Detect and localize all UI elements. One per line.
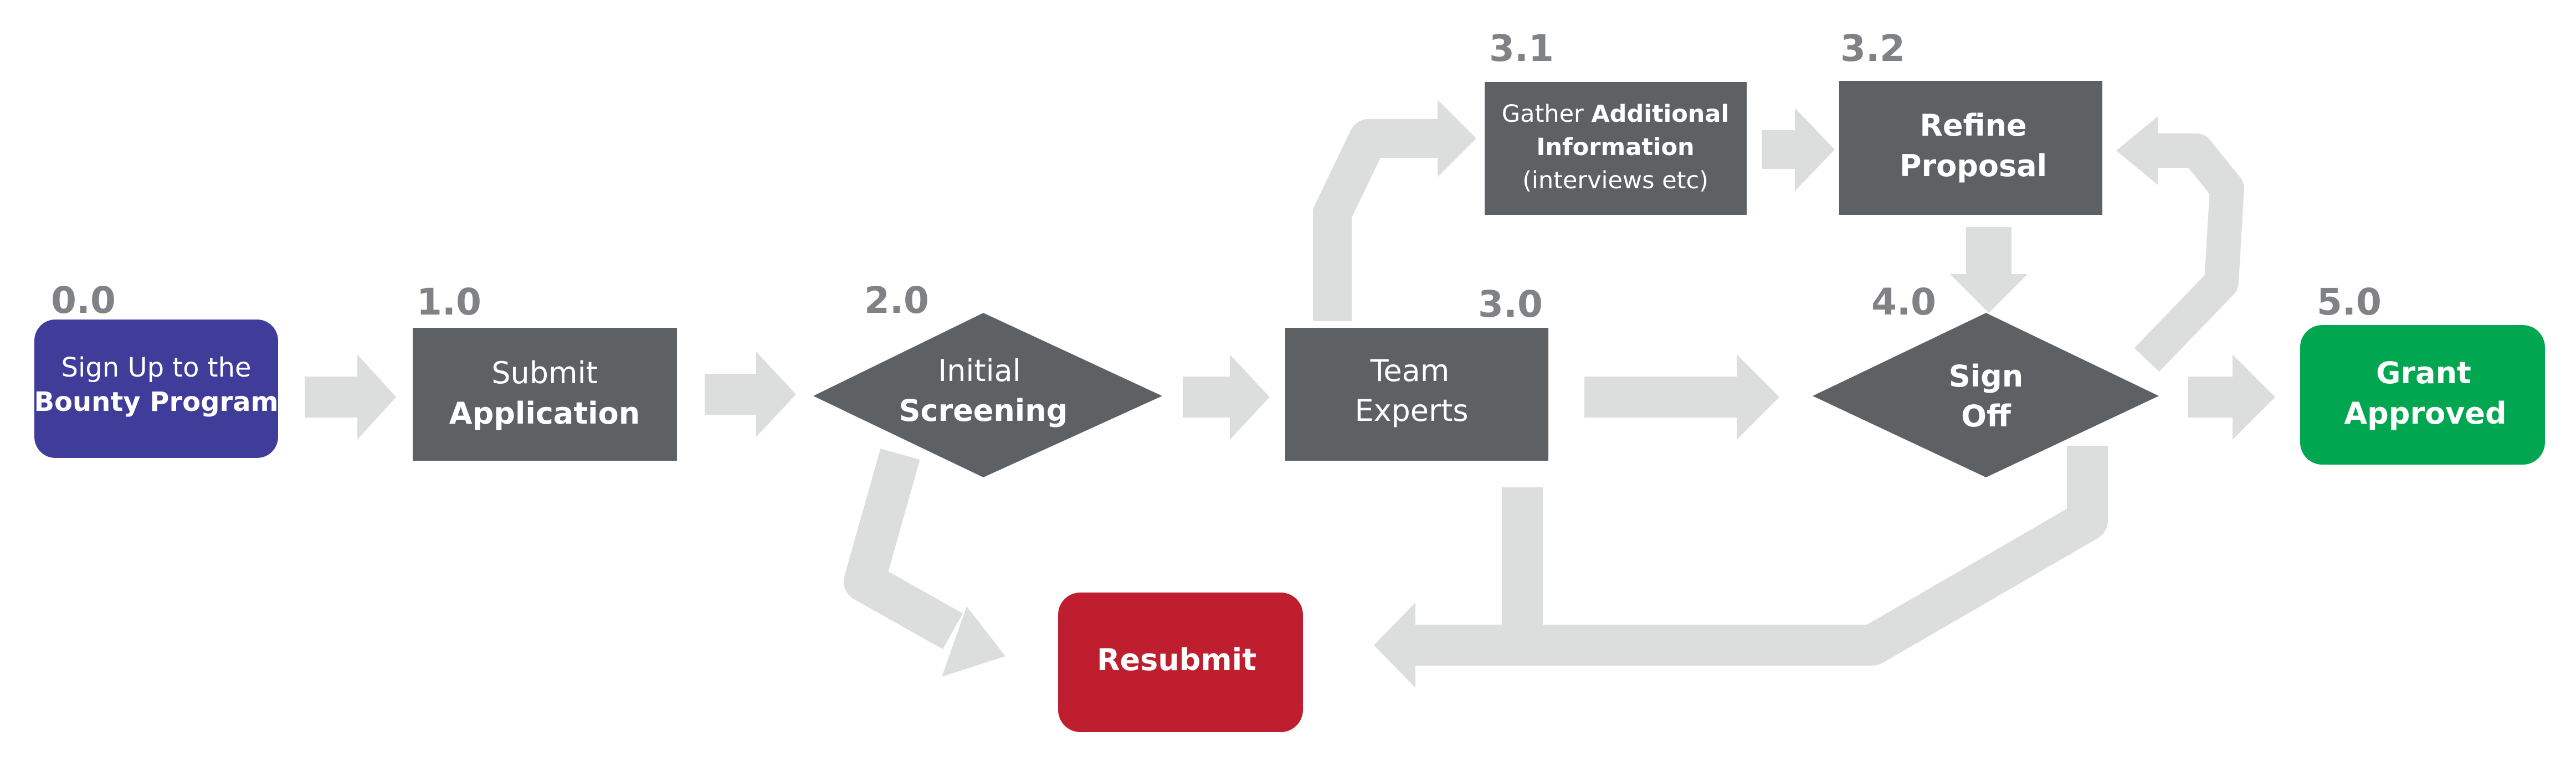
screening-diamond xyxy=(813,313,1162,477)
step-number-screening: 2.0 xyxy=(864,279,929,322)
arrow-refine-to-signoff xyxy=(1950,227,2028,313)
node-sign-off: 4.0 Sign Off xyxy=(1813,281,2159,477)
arrow-gather-to-refine xyxy=(1762,108,1835,191)
signup-label-line2: Bounty Program xyxy=(34,387,278,418)
gather-label-line2: Information xyxy=(1536,133,1694,161)
refine-label-line1: Refine xyxy=(1920,108,2026,143)
experts-label-line1: Team xyxy=(1370,353,1450,388)
resubmit-label: Resubmit xyxy=(1097,642,1256,677)
gather-box xyxy=(1485,82,1747,215)
node-grant-approved: 5.0 Grant Approved xyxy=(2300,281,2545,465)
submit-label-line2: Application xyxy=(449,396,640,431)
node-gather-information: 3.1 Gather Additional Information (inter… xyxy=(1485,27,1747,215)
step-number-submit: 1.0 xyxy=(417,281,481,323)
arrow-screening-to-experts xyxy=(1183,354,1270,440)
signoff-label-line1: Sign xyxy=(1949,359,2024,394)
experts-label-line2: Experts xyxy=(1354,393,1468,428)
step-number-experts: 3.0 xyxy=(1478,283,1543,326)
node-team-experts: 3.0 Team Experts xyxy=(1285,283,1548,461)
arrow-experts-to-signoff xyxy=(1584,354,1779,440)
arrow-signup-to-submit xyxy=(305,354,396,440)
arrow-submit-to-screening xyxy=(705,352,796,437)
arrow-screening-to-resubmit xyxy=(844,448,1005,677)
step-number-refine: 3.2 xyxy=(1840,27,1905,70)
step-number-approved: 5.0 xyxy=(2317,281,2382,323)
step-number-signoff: 4.0 xyxy=(1871,281,1936,323)
node-resubmit: Resubmit xyxy=(1058,593,1303,732)
submit-box xyxy=(413,328,677,461)
gather-label-line1: Gather Additional xyxy=(1502,100,1729,128)
signoff-label-line2: Off xyxy=(1961,399,2011,434)
refine-box xyxy=(1839,81,2102,215)
arrow-signoff-to-approved xyxy=(2188,354,2275,440)
experts-box xyxy=(1285,328,1548,461)
arrow-experts-to-gather xyxy=(1313,100,1476,321)
step-number-gather: 3.1 xyxy=(1489,27,1554,70)
resubmit-box xyxy=(1058,593,1303,732)
approved-box xyxy=(2300,325,2545,465)
signoff-diamond xyxy=(1813,313,2159,477)
approved-label-line1: Grant xyxy=(2376,356,2471,390)
screening-label-line1: Initial xyxy=(938,353,1020,388)
refine-label-line2: Proposal xyxy=(1900,148,2047,183)
submit-label-line1: Submit xyxy=(491,356,598,390)
signup-box xyxy=(34,320,278,458)
step-number-signup: 0.0 xyxy=(51,279,116,322)
node-refine-proposal: 3.2 Refine Proposal xyxy=(1839,27,2102,215)
approved-label-line2: Approved xyxy=(2344,396,2506,431)
connector-arrows xyxy=(305,100,2275,688)
gather-label-line1-part2: Additional xyxy=(1591,100,1729,128)
gather-label-line1-part1: Gather xyxy=(1502,100,1592,128)
node-submit-application: 1.0 Submit Application xyxy=(413,281,677,461)
signup-label-line1: Sign Up to the xyxy=(61,352,251,383)
node-initial-screening: 2.0 Initial Screening xyxy=(813,279,1162,477)
gather-label-line3: (interviews etc) xyxy=(1522,167,1708,194)
node-signup: 0.0 Sign Up to the Bounty Program xyxy=(34,279,279,458)
screening-label-line2: Screening xyxy=(899,393,1068,428)
arrow-signoff-to-refine xyxy=(2116,116,2244,372)
arrow-experts-signoff-to-resubmit xyxy=(1374,446,2108,688)
